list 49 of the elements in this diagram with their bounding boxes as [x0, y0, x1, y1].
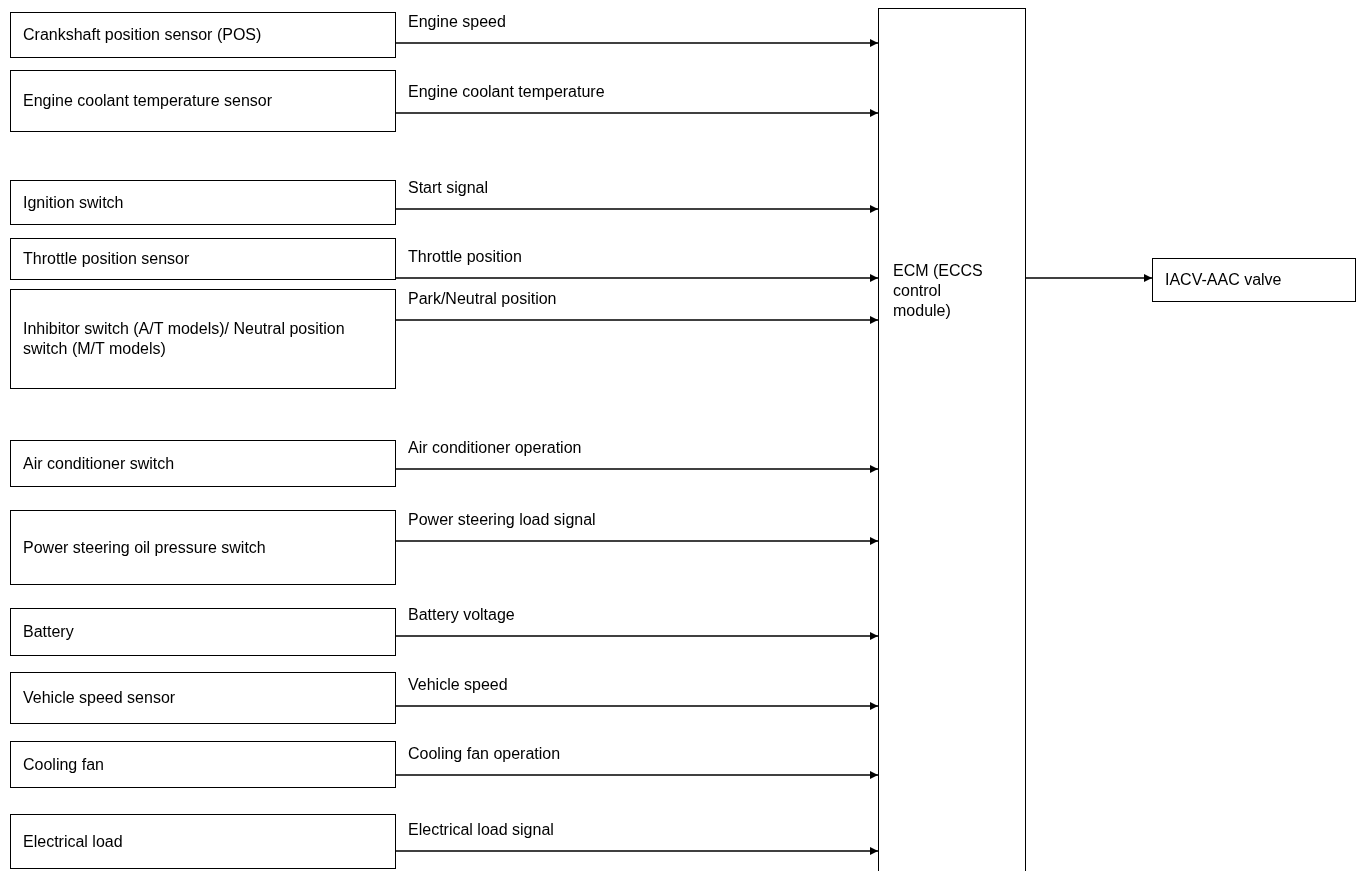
process-box	[10, 289, 396, 389]
arrow	[395, 316, 879, 324]
arrow	[395, 537, 879, 545]
process-box	[10, 814, 396, 869]
edge-label: Battery voltage	[408, 606, 515, 624]
process-box	[10, 741, 396, 788]
process-box	[10, 440, 396, 487]
edge-label: Air conditioner operation	[408, 439, 582, 457]
process-box	[10, 672, 396, 724]
arrow	[395, 205, 879, 213]
process-box	[10, 510, 396, 585]
arrow	[1025, 274, 1153, 282]
process-box	[10, 608, 396, 656]
arrow	[395, 39, 879, 47]
edge-label: Throttle position	[408, 248, 522, 266]
process-box	[1152, 258, 1356, 302]
edge-label: Start signal	[408, 179, 489, 197]
edge-label: Cooling fan operation	[408, 745, 561, 763]
node-text: Power steering oil pressure switch	[23, 537, 266, 558]
edge-label: Park/Neutral position	[408, 290, 557, 308]
node-text: Inhibitor switch (A/T models)/ Neutral position switch (M/T models)	[23, 319, 346, 359]
arrow	[395, 274, 879, 282]
process-box	[878, 8, 1026, 871]
node-text: Vehicle speed sensor	[23, 688, 176, 708]
node-text: Battery	[23, 622, 74, 642]
node-text: Throttle position sensor	[23, 249, 190, 269]
edge-label: Electrical load signal	[408, 821, 554, 839]
edge-label: Engine coolant temperature	[408, 83, 605, 101]
arrow	[395, 702, 879, 710]
node-text: Crankshaft position sensor (POS)	[23, 25, 262, 45]
arrow	[395, 109, 879, 117]
edge-label: Vehicle speed	[408, 676, 508, 694]
node-text: Electrical load	[23, 831, 123, 852]
arrow	[395, 847, 879, 855]
node-text: Engine coolant temperature sensor	[23, 91, 273, 111]
process-box	[10, 70, 396, 132]
arrow	[395, 771, 879, 779]
arrow	[395, 632, 879, 640]
node-text: Ignition switch	[23, 192, 124, 213]
process-box	[10, 238, 396, 280]
process-box	[10, 180, 396, 225]
process-box	[10, 12, 396, 58]
arrow	[395, 465, 879, 473]
edge-label: Power steering load signal	[408, 511, 596, 529]
node-text: Cooling fan	[23, 754, 104, 775]
edge-label: Engine speed	[408, 13, 506, 31]
node-text: Air conditioner switch	[23, 453, 175, 474]
node-text: IACV-AAC valve	[1165, 270, 1282, 290]
node-text: ECM (ECCS control module)	[893, 261, 984, 321]
